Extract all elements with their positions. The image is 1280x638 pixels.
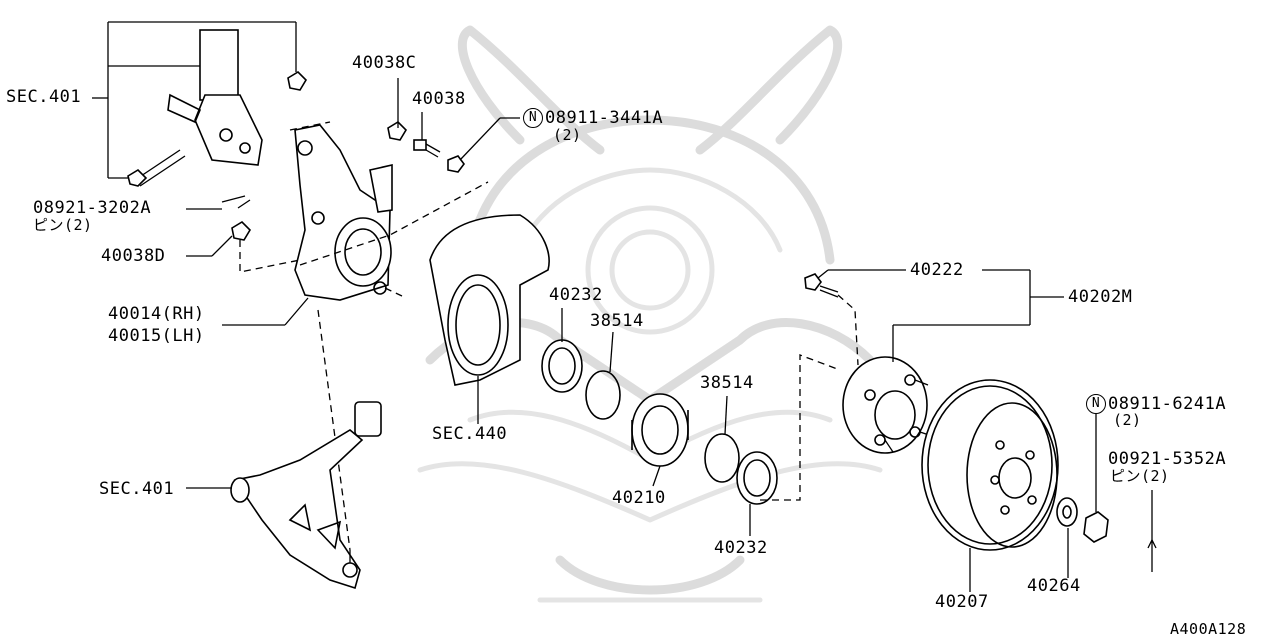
- label-38514-a: 38514: [590, 311, 644, 331]
- label-08911-3441a-qty: (2): [553, 126, 582, 144]
- brake-rotor: [921, 379, 1059, 551]
- label-40264: 40264: [1027, 576, 1081, 596]
- label-40222: 40222: [910, 260, 964, 280]
- label-40015-lh: 40015(LH): [108, 326, 205, 346]
- label-sec401-top: SEC.401: [6, 87, 82, 107]
- watermark-emblem: [417, 25, 883, 603]
- label-40202m: 40202M: [1068, 287, 1133, 307]
- diagram-reference-code: A400A128: [1170, 620, 1247, 638]
- part-number: 08911-3441A: [545, 108, 664, 128]
- label-00921-5352a-pin: ピン(2): [1110, 467, 1170, 485]
- part-number: 08911-6241A: [1108, 394, 1227, 414]
- wheel-hub: [804, 273, 933, 454]
- bearing-components: [541, 339, 841, 505]
- label-40232-a: 40232: [549, 285, 603, 305]
- nut-symbol-icon: N: [1086, 394, 1106, 414]
- label-40038c: 40038C: [352, 53, 417, 73]
- axle-nut-parts: [1056, 490, 1157, 572]
- steering-knuckle: [239, 121, 489, 551]
- label-08911-6241a-qty: (2): [1113, 411, 1142, 429]
- label-08921-3202a-pin: ピン(2): [33, 216, 93, 234]
- label-40038d: 40038D: [101, 246, 166, 266]
- label-sec440: SEC.440: [432, 424, 508, 444]
- nut-symbol-icon: N: [523, 108, 543, 128]
- label-sec401-bottom: SEC.401: [99, 479, 175, 499]
- label-00921-5352a: 00921-5352A: [1108, 449, 1227, 469]
- lower-control-arm: [230, 401, 382, 590]
- strut-assembly: [92, 21, 308, 187]
- label-40210: 40210: [612, 488, 666, 508]
- label-40038: 40038: [412, 89, 466, 109]
- label-40207: 40207: [935, 592, 989, 612]
- label-40014-rh: 40014(RH): [108, 304, 205, 324]
- backing-plate: [429, 214, 550, 386]
- label-08921-3202a: 08921-3202A: [33, 198, 152, 218]
- label-40232-b: 40232: [714, 538, 768, 558]
- label-38514-b: 38514: [700, 373, 754, 393]
- leader-lines: [186, 78, 1097, 592]
